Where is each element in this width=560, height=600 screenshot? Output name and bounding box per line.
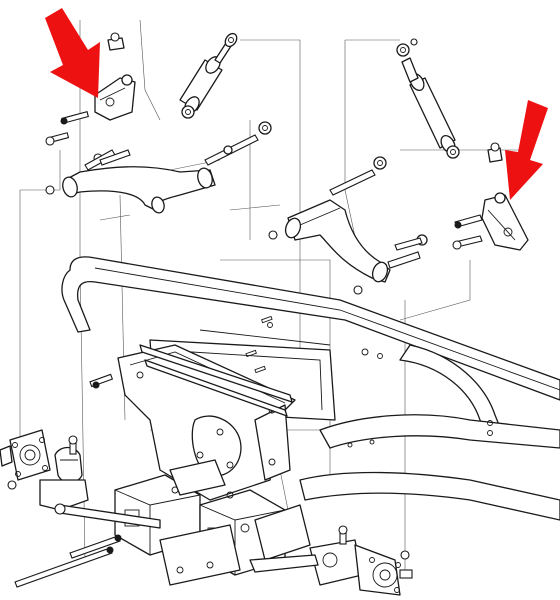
right-shock-absorber bbox=[396, 38, 460, 159]
right-control-arm bbox=[268, 156, 428, 295]
frame-bolt-holes bbox=[267, 322, 493, 448]
suspension-mounting-plate bbox=[89, 344, 296, 501]
right-upper-mount-bracket bbox=[452, 142, 529, 251]
highlight-arrows bbox=[45, 8, 548, 200]
left-upper-mount-bracket bbox=[45, 32, 136, 146]
right-wheel-hub-assembly bbox=[249, 525, 413, 596]
red-arrow-left-mount bbox=[45, 8, 100, 98]
lower-frame-box-sections bbox=[114, 459, 311, 586]
left-wheel-hub-assembly bbox=[0, 429, 161, 529]
left-shock-absorber bbox=[179, 32, 238, 119]
red-arrow-right-mount bbox=[505, 100, 548, 200]
long-bolts bbox=[14, 534, 122, 588]
left-control-arm bbox=[45, 121, 272, 214]
